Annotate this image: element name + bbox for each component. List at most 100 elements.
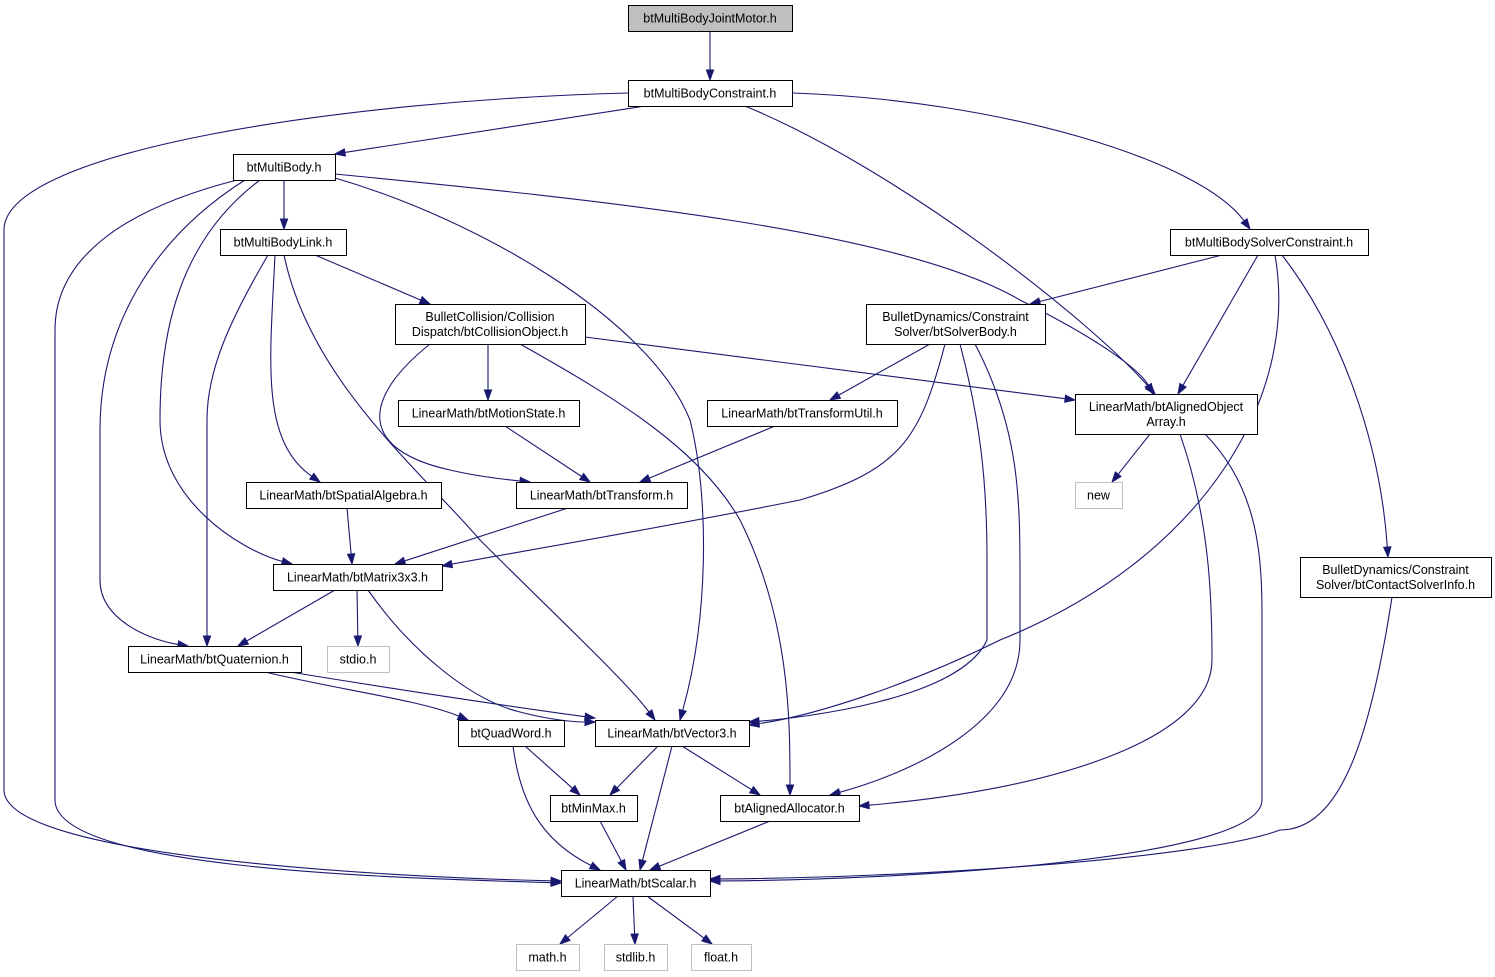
arrowhead <box>550 878 563 887</box>
edge-minmax-to-scalar <box>599 820 627 872</box>
node-float: float.h <box>691 944 752 971</box>
arrowhead <box>440 559 454 569</box>
node-label: LinearMath/btMotionState.h <box>412 407 566 421</box>
node-box <box>1170 229 1369 256</box>
node-matrix[interactable]: LinearMath/btMatrix3x3.h <box>273 564 443 591</box>
node-box <box>458 720 565 747</box>
arrowhead <box>393 556 407 565</box>
node-quadword[interactable]: btQuadWord.h <box>458 720 565 747</box>
node-label: LinearMath/btMatrix3x3.h <box>287 571 428 585</box>
arrowhead <box>645 709 656 722</box>
node-label: btAlignedAllocator.h <box>734 802 845 816</box>
node-motionstate[interactable]: LinearMath/btMotionState.h <box>398 400 580 427</box>
node-label: btMinMax.h <box>561 802 626 816</box>
arrowhead <box>1177 382 1187 396</box>
node-box <box>516 482 688 509</box>
node-allocator[interactable]: btAlignedAllocator.h <box>720 795 860 822</box>
edge-vector3-to-allocator <box>681 745 762 796</box>
arrowhead <box>617 858 627 872</box>
node-box <box>707 400 898 427</box>
node-box <box>1300 557 1492 598</box>
edge-transformutil-to-transform <box>638 425 776 483</box>
node-box <box>604 944 668 971</box>
node-label: btQuadWord.h <box>470 727 551 741</box>
arrowhead <box>747 716 760 726</box>
arrowhead <box>280 557 294 566</box>
node-box <box>220 229 347 256</box>
edge-multibody-to-vector3 <box>334 177 705 722</box>
node-solverbody[interactable]: BulletDynamics/ConstraintSolver/btSolver… <box>866 304 1046 345</box>
node-label: BulletDynamics/Constraint <box>1322 563 1469 577</box>
node-transformutil[interactable]: LinearMath/btTransformUtil.h <box>707 400 898 427</box>
arrowhead <box>1028 297 1042 306</box>
node-root[interactable]: btMultiBodyJointMotor.h <box>628 5 793 32</box>
arrowhead <box>236 637 250 647</box>
edge-layer <box>3 31 1393 946</box>
edge-matrix-to-stdio <box>353 589 363 648</box>
arrowhead <box>1111 471 1122 484</box>
node-stdlib: stdlib.h <box>604 944 668 971</box>
node-box <box>1075 482 1123 509</box>
arrowhead <box>785 784 795 797</box>
node-layer: btMultiBodyJointMotor.h btMultiBodyConstr… <box>128 5 1492 971</box>
node-label: btMultiBody.h <box>247 161 322 175</box>
edge-constraint-to-alignedarray <box>744 105 1156 396</box>
arrowhead <box>857 800 870 810</box>
edge-multibody-to-scalar <box>54 179 563 887</box>
node-constraint[interactable]: btMultiBodyConstraint.h <box>628 80 793 107</box>
node-solverconstraint[interactable]: btMultiBodySolverConstraint.h <box>1170 229 1369 256</box>
arrowhead <box>630 933 639 946</box>
node-label: float.h <box>704 951 738 965</box>
node-box <box>516 944 580 971</box>
node-box <box>595 720 750 747</box>
node-scalar[interactable]: LinearMath/btScalar.h <box>561 870 711 897</box>
node-box <box>246 482 442 509</box>
node-collisionobject[interactable]: BulletCollision/CollisionDispatch/btColl… <box>395 304 586 345</box>
edge-root-to-constraint <box>705 31 715 82</box>
arrowhead <box>678 708 687 722</box>
edge-solverconstraint-to-solverbody <box>1028 254 1223 306</box>
edge-multibody-to-alignedarray <box>334 173 1154 396</box>
node-transform[interactable]: LinearMath/btTransform.h <box>516 482 688 509</box>
node-label: new <box>1087 489 1111 503</box>
node-vector3[interactable]: LinearMath/btVector3.h <box>595 720 750 747</box>
node-label: LinearMath/btAlignedObject <box>1089 400 1244 414</box>
node-quaternion[interactable]: LinearMath/btQuaternion.h <box>128 646 302 673</box>
edge-scalar-to-stdlib <box>630 895 639 946</box>
node-link[interactable]: btMultiBodyLink.h <box>220 229 347 256</box>
arrowhead <box>748 785 762 796</box>
node-label: btMultiBodyLink.h <box>234 236 333 250</box>
node-label: LinearMath/btVector3.h <box>607 727 736 741</box>
node-label: BulletCollision/Collision <box>425 310 554 324</box>
arrowhead <box>578 472 592 483</box>
edge-quadword-to-minmax <box>524 745 582 796</box>
node-multibody[interactable]: btMultiBody.h <box>233 154 336 181</box>
edge-solverbody-to-vector3 <box>747 343 988 726</box>
node-minmax[interactable]: btMinMax.h <box>550 795 638 822</box>
arrowhead <box>638 473 652 483</box>
arrowhead <box>708 874 721 884</box>
edge-matrix-to-quaternion <box>236 589 336 647</box>
node-label: Array.h <box>1146 415 1185 429</box>
edge-collisionobject-to-motionstate <box>483 344 493 402</box>
edge-spatial-to-matrix <box>346 507 356 566</box>
node-label: LinearMath/btTransform.h <box>530 489 673 503</box>
arrowhead <box>648 862 662 871</box>
edge-quadword-to-scalar <box>512 745 602 871</box>
edge-alignedarray-to-allocator <box>857 433 1213 810</box>
node-new: new <box>1075 482 1123 509</box>
node-label: LinearMath/btQuaternion.h <box>140 653 289 667</box>
arrowhead <box>705 69 715 82</box>
node-label: stdlib.h <box>616 951 656 965</box>
node-contactsolver[interactable]: BulletDynamics/ConstraintSolver/btContac… <box>1300 557 1492 598</box>
edge-constraint-to-multibody <box>333 105 646 157</box>
arrowhead <box>558 933 571 945</box>
edge-link-to-collisionobject <box>314 254 432 305</box>
node-spatial[interactable]: LinearMath/btSpatialAlgebra.h <box>246 482 442 509</box>
edge-allocator-to-scalar <box>648 820 771 871</box>
arrowhead <box>588 861 602 871</box>
arrowhead <box>1382 546 1392 559</box>
edge-motionstate-to-transform <box>504 425 592 483</box>
node-math: math.h <box>516 944 580 971</box>
